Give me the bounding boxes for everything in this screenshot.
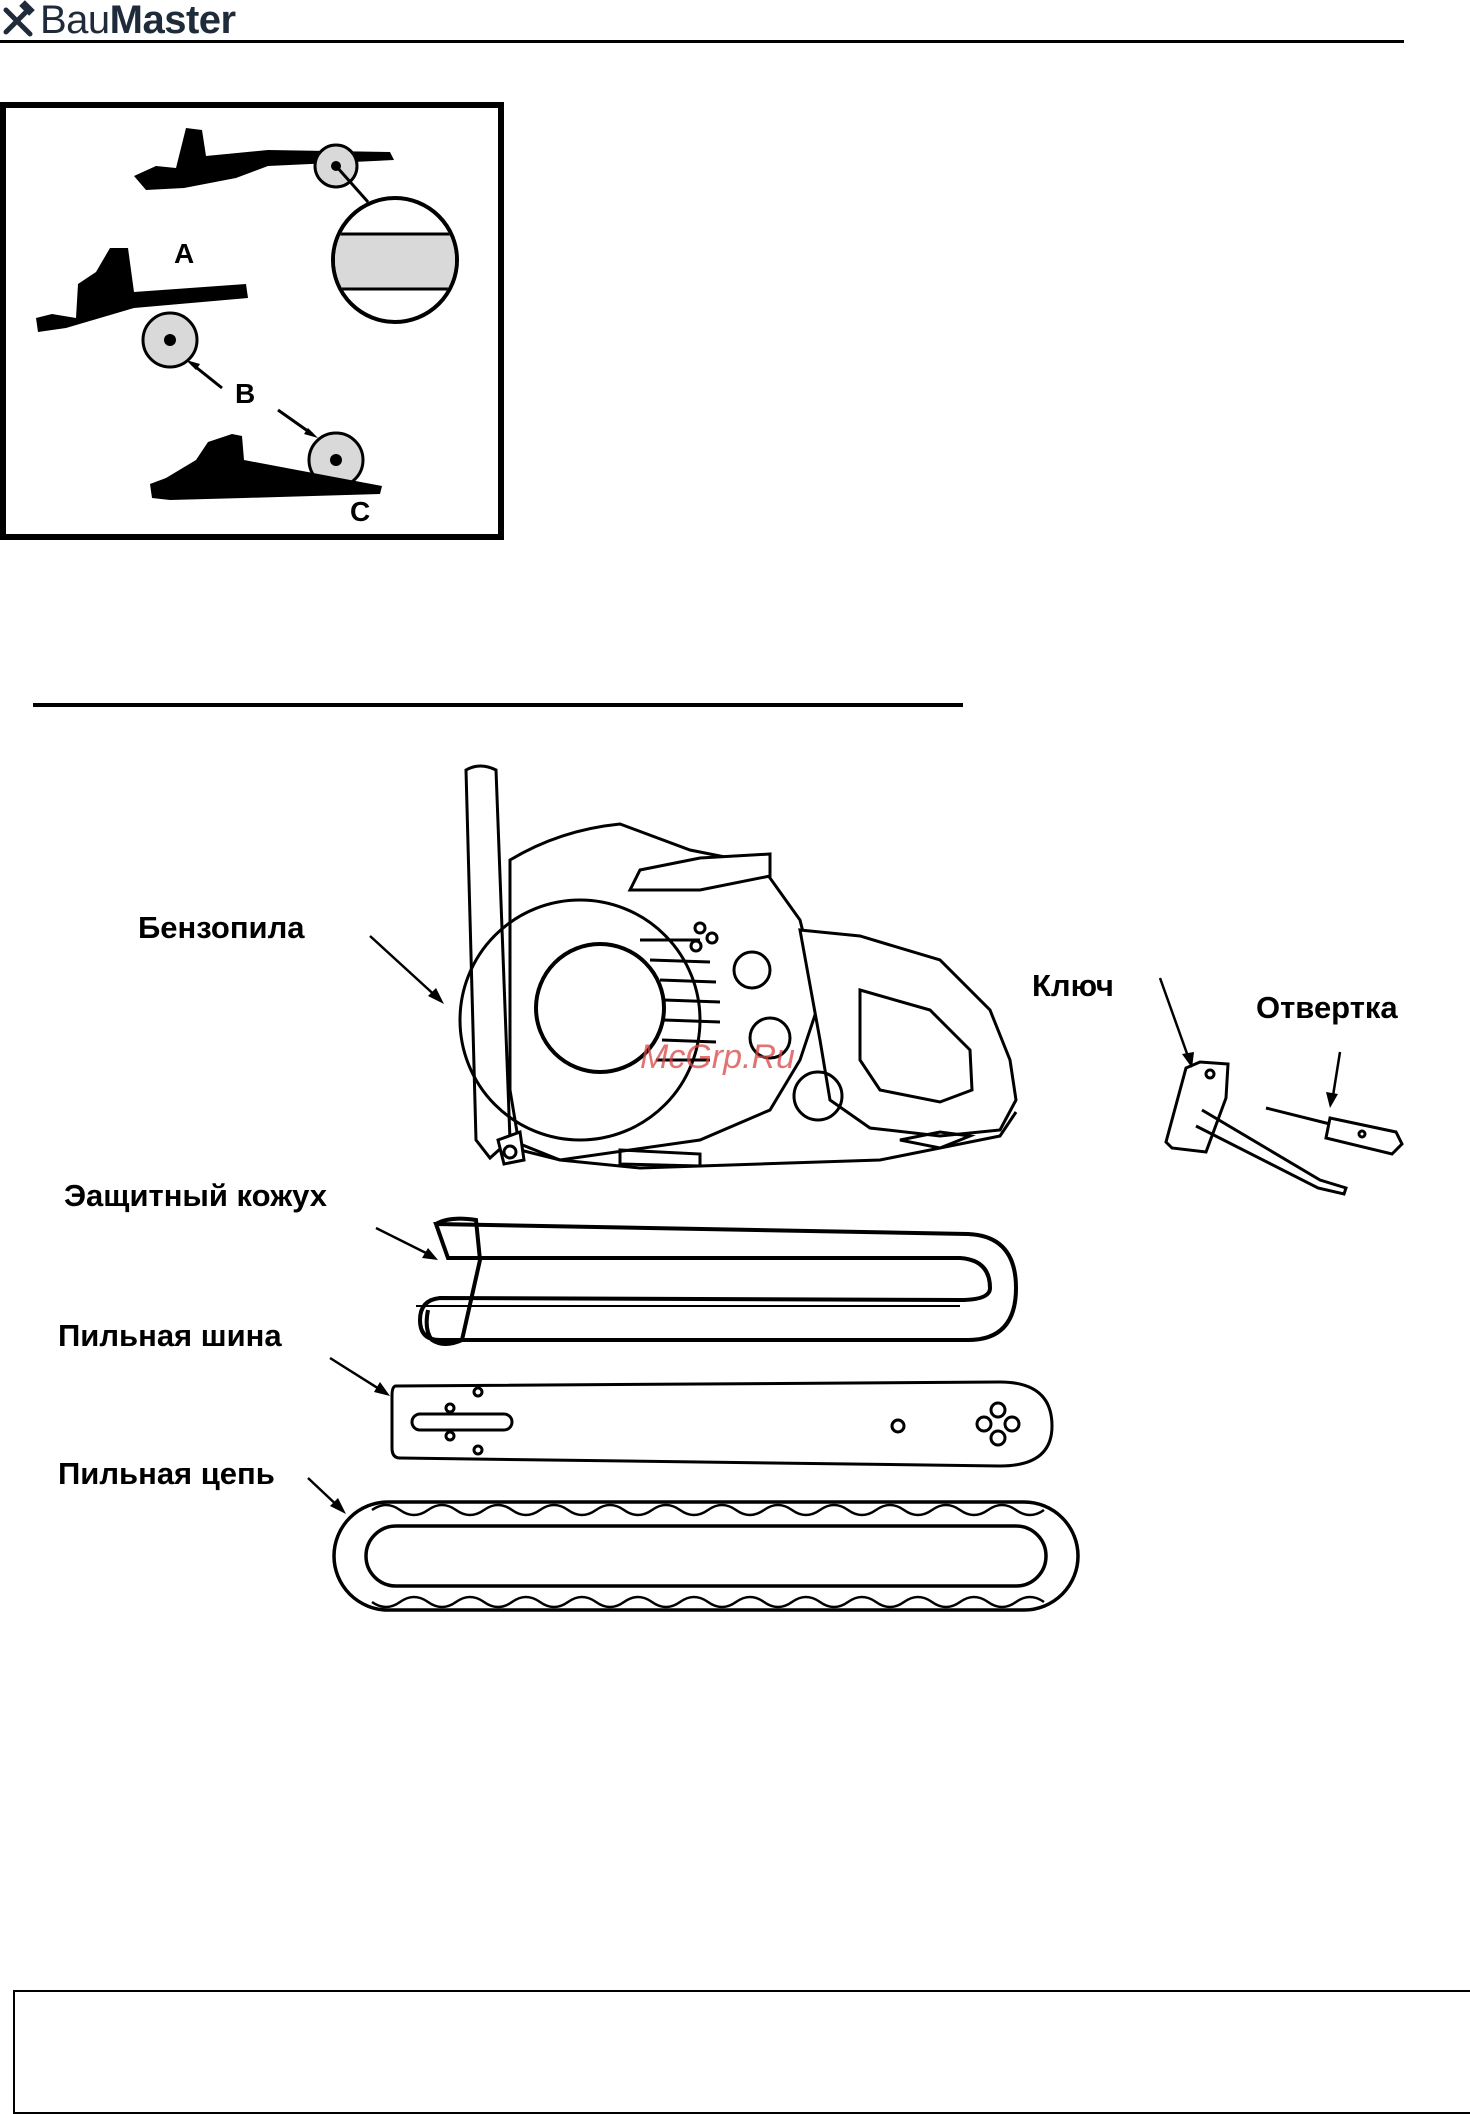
cutting-positions-figure: A B C [0,102,504,540]
guard-icon [416,1219,1016,1344]
saw-middle-icon [36,248,248,332]
footer-box [13,1990,1470,2114]
watermark: McGrp.Ru [640,1038,795,1077]
label-saw-chain: Пильная цепь [58,1456,275,1492]
label-screwdriver: Отвертка [1256,990,1398,1026]
section-rule [33,703,963,707]
position-label-a: A [174,238,194,270]
label-guide-bar: Пильная шина [58,1318,282,1354]
saw-chain-icon [334,1502,1078,1610]
hammer-wrench-icon [0,0,40,40]
guide-bar-icon [392,1382,1052,1466]
header-rule [0,40,1404,43]
zoom-circle-icon [326,198,466,322]
label-wrench: Ключ [1032,968,1114,1004]
position-label-c: C [350,496,370,528]
label-chainsaw: Бензопила [138,910,305,946]
position-label-b: B [235,378,255,410]
parts-illustration: Бензопила Ключ Отвертка Эащитный кожух П… [0,740,1470,1640]
wrench-icon [1166,1062,1346,1194]
label-guard: Эащитный кожух [64,1178,327,1214]
chainsaw-icon [460,766,1016,1168]
brand-name: BauMaster [40,0,236,40]
brand-logo: BauMaster [0,0,236,40]
screwdriver-icon [1266,1108,1402,1154]
cutting-positions-drawing [6,108,498,534]
